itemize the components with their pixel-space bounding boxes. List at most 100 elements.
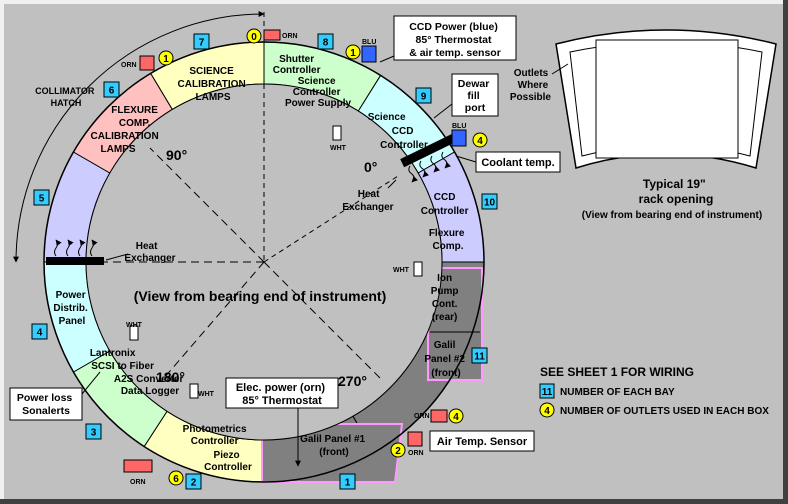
bay-9-number: 9 (421, 92, 427, 103)
svg-text:Air Temp. Sensor: Air Temp. Sensor (437, 436, 528, 448)
heat-exchanger-label-left: Heat Exchanger (105, 241, 176, 264)
outlet-strip-7 (129, 325, 139, 341)
legend-count-text: NUMBER OF OUTLETS USED IN EACH BOX (560, 406, 769, 417)
bay-11-label: Ion Pump Cont. (rear) Galil Panel #2 (fr… (424, 273, 467, 379)
outlet-count-bay8-value: 1 (350, 48, 356, 59)
outlet-count-top-value: 0 (251, 32, 257, 43)
rack-caption: Typical 19" rack opening (639, 177, 714, 206)
bay-5-number-box (33, 189, 50, 206)
outlet-strip-1 (263, 29, 281, 41)
angle-0-label: 0° (364, 159, 377, 175)
bay-4-label: Power Distrib. Panel (53, 290, 90, 327)
outlet-tag-3: ORN (121, 62, 137, 69)
outlet-tag-4: BLU (452, 123, 466, 130)
angle-270-label: 270° (338, 373, 367, 389)
outlet-strip-8 (189, 383, 199, 399)
air-temp-callout: Air Temp. Sensor (429, 430, 535, 452)
svg-text:Elec. power (orn) 85° Th: Elec. power (orn) 85° Thermostat (236, 382, 328, 407)
bay-1-number-box (339, 473, 356, 490)
svg-text:Dewar fill port: Dewar fill port (458, 78, 492, 114)
bay-2-number-box (185, 473, 202, 490)
bay-8-number-box (317, 33, 334, 50)
legend-title: SEE SHEET 1 FOR WIRING (540, 365, 694, 379)
svg-text:4: 4 (544, 406, 550, 417)
outlet-strip-5 (332, 125, 342, 141)
heat-waves-left (54, 239, 98, 257)
outlet-tag-10: ORN (408, 450, 424, 457)
outlet-strip-2 (361, 45, 377, 63)
outlet-strip-6 (413, 261, 423, 277)
outlet-strip-4 (451, 129, 467, 147)
outlet-count-bottom-value: 6 (173, 474, 179, 485)
dewar-callout: Dewar fill port (433, 73, 499, 119)
ccd-power-callout: CCD Power (blue) 85° Thermostat & air te… (379, 15, 517, 63)
bay-1-panel (261, 423, 404, 483)
bay-2-label: Photometrics Controller Piezo Controller (183, 424, 252, 473)
outlet-count-bay8 (345, 44, 361, 60)
bay-4-number-box (31, 323, 48, 340)
outlet-count-bay9 (472, 132, 488, 148)
collimator-hatch-label: COLLIMATOR HATCH (35, 86, 97, 108)
elec-power-callout: Elec. power (orn) 85° Thermostat (225, 377, 339, 409)
angle-90-label: 90° (166, 147, 187, 163)
outlet-count-bottom (168, 470, 184, 486)
bay-8-label: Shutter Controller Science Controller Po… (273, 54, 352, 109)
legend-bay-box (539, 383, 555, 399)
bay-2-number: 2 (191, 478, 197, 489)
center-view-label: (View from bearing end of instrument) (134, 288, 387, 304)
outlet-tag-11: ORN (130, 479, 146, 486)
outlet-count-bay1 (448, 408, 464, 424)
two-seventy-deg-axis (263, 261, 383, 381)
bay-11-panel (427, 267, 483, 381)
guide-lines (13, 11, 399, 467)
bay-1-number: 1 (345, 478, 351, 489)
svg-text:Power loss Sonalerts: Power loss Sonalerts (17, 392, 75, 417)
svg-text:Heat Exchanger: Heat Exchanger (124, 241, 175, 264)
legend-count-circle (539, 402, 555, 418)
coolant-callout: Coolant temp. (455, 151, 561, 173)
outlet-tag-7: WHT (126, 322, 143, 329)
rack-subcaption: (View from bearing end of instrument) (582, 210, 762, 221)
bay-9-number-box (415, 87, 432, 104)
bay-10-label: CCD Controller Flexure Comp. (421, 192, 472, 252)
rack-panel (595, 39, 739, 159)
bay-8-number: 8 (323, 38, 329, 49)
heat-exchanger-bar-right (400, 133, 457, 168)
bay-4-number: 4 (37, 328, 43, 339)
outlet-count-bay1-value: 4 (453, 412, 459, 423)
bay-11-number: 11 (474, 352, 485, 363)
bay-10-number-box (481, 193, 498, 210)
bay-6-number: 6 (109, 86, 115, 97)
bay-7-label: SCIENCE CALIBRATION LAMPS (178, 66, 249, 103)
bay-10-number: 10 (484, 198, 496, 209)
heat-exchanger-bar-left (46, 257, 104, 265)
rack-opening: Outlets Where Possible Typical 19" rack … (510, 29, 777, 221)
bay-6-number-box (103, 81, 120, 98)
outlet-count-top (246, 28, 262, 44)
angle-180-label: 180° (156, 369, 185, 385)
outlet-count-bay7-value: 1 (163, 54, 169, 65)
bay-11-number-box (471, 347, 488, 364)
outlet-strip-10 (407, 431, 423, 447)
outlet-strip-11 (123, 459, 153, 473)
bay-1-label: Galil Panel #1 (front) (300, 434, 368, 458)
outlet-tag-6: WHT (393, 267, 410, 274)
outlet-count-bay1_air (390, 442, 406, 458)
heat-exchanger-label-right: Heat Exchanger (342, 179, 397, 213)
bay-6-label: FLEXURE COMP. CALIBRATION LAMPS (91, 105, 162, 155)
outlet-tag-2: BLU (362, 39, 376, 46)
svg-text:Coolant temp.: Coolant temp. (481, 157, 554, 169)
power-loss-callout: Power loss Sonalerts (9, 371, 101, 421)
bay-5-number: 5 (39, 194, 45, 205)
outlet-count-bay9-value: 4 (477, 136, 483, 147)
bay-3-number: 3 (91, 428, 97, 439)
outlet-count-bay1_air-value: 2 (395, 446, 401, 457)
bay-labels: Galil Panel #1 (front) Photometrics Cont… (53, 54, 472, 473)
outlet-tag-1: ORN (282, 33, 298, 40)
bay-3-number-box (85, 423, 102, 440)
